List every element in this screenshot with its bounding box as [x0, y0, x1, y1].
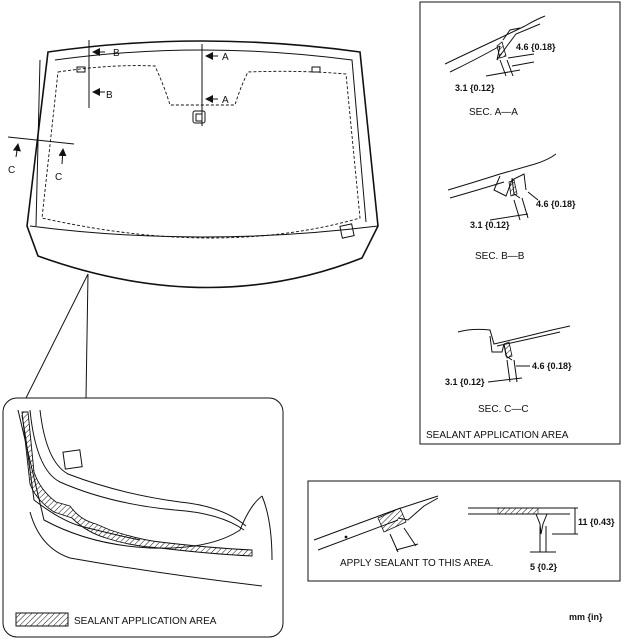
apply-note-text: APPLY SEALANT TO THIS AREA. [340, 558, 493, 569]
zoom-detail-panel: SEALANT APPLICATION AREA [2, 397, 284, 638]
upper-right-marker [311, 66, 321, 73]
windshield-inner-edge [54, 49, 367, 223]
sealant-section-a [496, 41, 507, 59]
cut-label-c-right: C [55, 172, 62, 183]
apply-dim-height: 11 {0.43} [578, 517, 615, 527]
section-a-drawing: 4.6 {0.18} 3.1 {0.12} SEC. A—A [444, 15, 556, 118]
cut-label-b-top: B [113, 48, 120, 59]
cut-label-a-top: A [222, 52, 229, 63]
section-a-title: SEC. A—A [469, 107, 518, 118]
section-b-title: SEC. B—B [475, 251, 525, 262]
sticker-square [62, 449, 83, 470]
section-c-drawing: 4.6 {0.18} 3.1 {0.12} SEC. C—C [445, 325, 572, 415]
sealant-bead-left [377, 507, 407, 533]
apply-sealant-panel: 11 {0.43} 5 {0.2} APPLY SEALANT TO THIS … [307, 480, 621, 582]
section-a-dim-width: 4.6 {0.18} [516, 42, 556, 52]
inspection-sticker-area [339, 223, 355, 239]
section-a-dim-gap: 3.1 {0.12} [455, 83, 495, 93]
windshield-view: A A B B C C [7, 40, 379, 399]
section-c-dim-gap: 3.1 {0.12} [445, 377, 485, 387]
section-b-dim-width: 4.6 {0.18} [536, 199, 576, 209]
cut-label-a-bottom: A [222, 95, 229, 106]
legend-swatch [15, 612, 69, 627]
sealant-section-c [503, 341, 513, 359]
cut-line-a: A A [201, 44, 229, 126]
cut-label-b-bottom: B [106, 90, 113, 101]
section-c-dim-width: 4.6 {0.18} [532, 361, 572, 371]
legend-label: SEALANT APPLICATION AREA [74, 616, 217, 627]
apply-dim-width: 5 {0.2} [530, 562, 558, 572]
section-b-drawing: 4.6 {0.18} 3.1 {0.12} SEC. B—B [447, 153, 576, 262]
rain-sensor-icon [192, 110, 206, 124]
upper-left-marker [76, 66, 86, 73]
ceramic-border-line [41, 65, 361, 239]
section-panel: 4.6 {0.18} 3.1 {0.12} SEC. A—A 4.6 {0.18… [419, 1, 621, 445]
cut-line-c: C C [7, 136, 75, 183]
section-c-title: SEC. C—C [478, 404, 529, 415]
section-panel-title: SEALANT APPLICATION AREA [426, 430, 569, 441]
windshield-outline [26, 40, 379, 289]
sealant-bead [21, 411, 253, 557]
cut-line-b: B B [88, 40, 120, 108]
section-b-dim-gap: 3.1 {0.12} [470, 220, 510, 230]
cut-label-c-left: C [8, 165, 15, 176]
sealant-section-b [508, 179, 518, 197]
sealant-bead-right [497, 507, 539, 515]
units-note: mm {in} [569, 612, 603, 622]
